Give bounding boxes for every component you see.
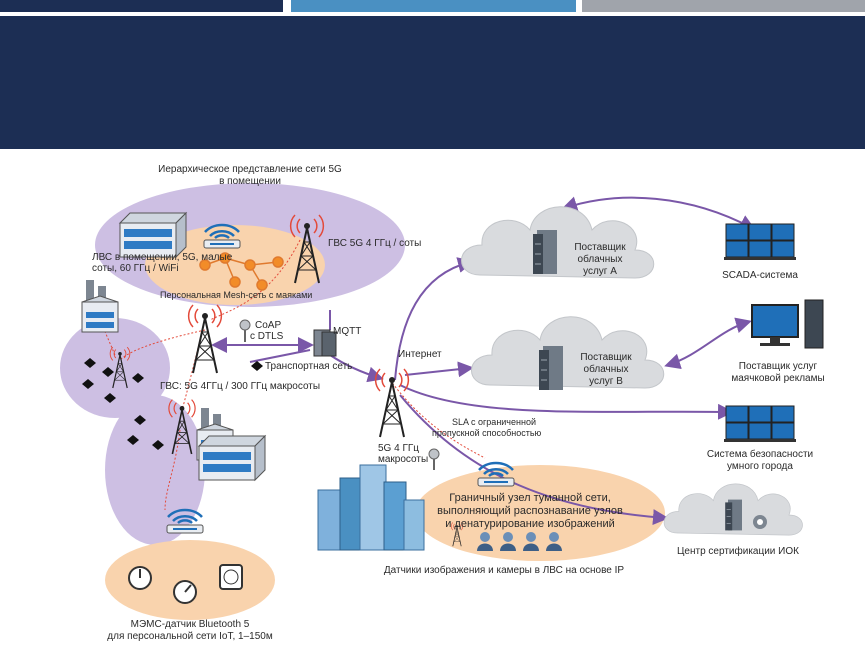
fog-zone [415, 465, 665, 561]
lan-label-line2: соты, 60 ГГц / WiFi [92, 263, 179, 274]
fog-label-line3: и денатурирование изображений [445, 518, 615, 530]
macro-tower-left-icon [187, 304, 223, 374]
factory-icon-top [81, 279, 119, 333]
indoor-title-line1: Иерархическое представление сети 5G [158, 164, 342, 175]
cloud-b-line3: услуг В [589, 376, 623, 387]
internet-label: Интернет [398, 349, 442, 360]
header-bar-gray [582, 0, 865, 12]
gauge-icons [128, 564, 243, 604]
cloud-b-icon [470, 316, 665, 389]
sla-sensor-icon [428, 448, 440, 470]
security-monitor-icon [723, 405, 797, 443]
mqtt-gateway-icon [313, 329, 337, 357]
beacon-provider-line1: Поставщик услуг [739, 361, 818, 372]
cloud-b-line2: облачных [584, 363, 629, 375]
building-icon-left [198, 435, 266, 481]
fog-label-line1: Граничный узел туманной сети, [449, 492, 611, 504]
network-links [211, 196, 756, 526]
server-b-icon [538, 345, 564, 391]
cloud-a-line3: услуг А [583, 266, 617, 277]
scada-label: SCADA-система [722, 270, 798, 281]
cert-label: Центр сертификации ИОК [677, 545, 799, 557]
macro-label-line1: 5G 4 ГГц [378, 443, 419, 454]
coap-label-line2: с DTLS [250, 331, 284, 342]
gvs-cells-label: ГВС 5G 4 ГГц / соты [328, 238, 421, 249]
mems-label-line2: для персональной сети IoT, 1–150м [107, 631, 273, 642]
cameras-label: Датчики изображения и камеры в ЛВС на ос… [384, 564, 625, 576]
server-a-icon [532, 229, 558, 275]
network-diagram: Иерархическое представление сети 5G в по… [60, 164, 825, 642]
sla-label-line2: пропускной способностью [432, 428, 542, 438]
transport-label: Транспортная сеть [265, 361, 352, 372]
header-bar-navy [0, 0, 283, 12]
mesh-label: Персональная Mesh-сеть с маяками [160, 290, 312, 300]
scada-monitor-icon [723, 223, 797, 261]
security-line1: Система безопасности [707, 448, 813, 460]
title-banner [0, 16, 865, 149]
fog-label-line2: выполняющий распознавание узлов [437, 505, 623, 517]
cloud-a-line1: Поставщик [574, 242, 626, 253]
bluetooth-zone [105, 540, 275, 620]
cloud-b-line1: Поставщик [580, 352, 632, 363]
indoor-title-line2: в помещении [219, 176, 281, 187]
beacon-provider-line2: маячковой рекламы [731, 373, 824, 384]
cloud-a-line2: облачных [578, 253, 623, 265]
coap-label-line1: CoAP [255, 320, 281, 331]
gvs-macro-label: ГВС: 5G 4ГГц / 300 ГГц макросоты [160, 381, 320, 392]
macro-tower-center-icon [374, 368, 410, 438]
security-line2: умного города [727, 461, 793, 472]
indoor-building-icon [119, 212, 187, 258]
desktop-icon [751, 299, 824, 349]
coap-sensor-icon [239, 319, 251, 342]
mems-label-line1: МЭМС-датчик Bluetooth 5 [131, 619, 250, 630]
lan-label-line1: ЛВС в помещении, 5G, малые [92, 252, 233, 263]
gear-icon [753, 515, 767, 529]
city-icon [317, 464, 425, 551]
macro-label-line2: макросоты [378, 454, 428, 465]
sla-label-line1: SLA с ограниченной [452, 417, 536, 427]
header-bar-blue [291, 0, 576, 12]
mesh-zone [145, 225, 325, 305]
mesh-network [199, 252, 284, 291]
macro-zone-upper [60, 318, 170, 418]
mqtt-label: MQTT [333, 326, 361, 337]
server-cert-icon [724, 499, 743, 531]
